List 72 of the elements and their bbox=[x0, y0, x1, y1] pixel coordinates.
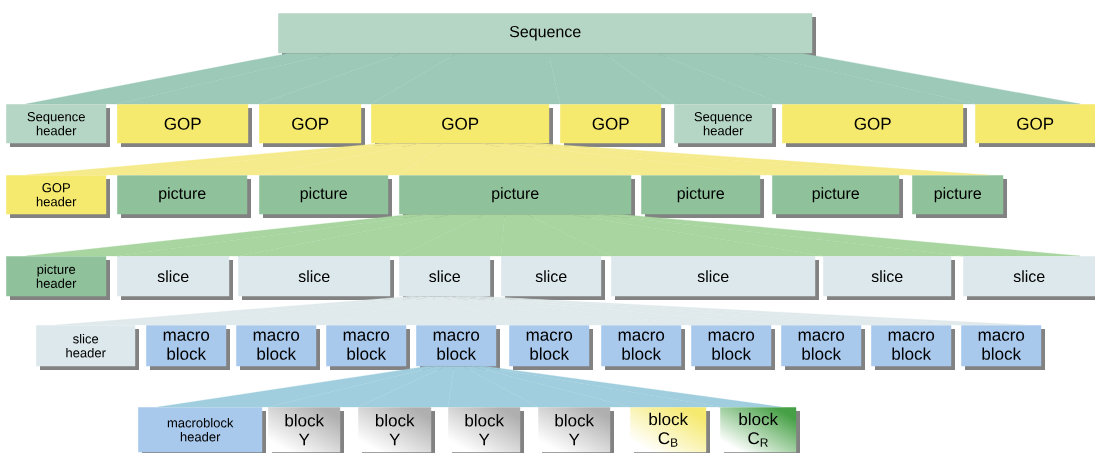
expansion-wedge bbox=[604, 53, 783, 105]
gop-box: GOP bbox=[259, 104, 365, 147]
picture-box: picture bbox=[399, 175, 635, 218]
block-box: block Y bbox=[358, 407, 435, 453]
expansion-wedge bbox=[482, 143, 773, 176]
slice-box: slice bbox=[117, 256, 233, 300]
slice-box: slice bbox=[963, 256, 1095, 300]
expansion-wedge bbox=[398, 214, 505, 257]
expansion-wedge bbox=[455, 296, 782, 326]
macroblock-box: macro block bbox=[781, 325, 865, 370]
picture-box: picture bbox=[772, 175, 903, 218]
header-box: GOP header bbox=[6, 175, 110, 218]
gop-box: GOP bbox=[117, 104, 252, 147]
expansion-wedge bbox=[449, 296, 692, 326]
slice-box: slice bbox=[238, 256, 394, 300]
picture-box: picture bbox=[259, 175, 392, 218]
macroblock-box: macro block bbox=[236, 325, 320, 370]
picture-box: picture bbox=[641, 175, 764, 218]
header-box: Sequence header bbox=[674, 104, 776, 147]
gop-box: GOP bbox=[782, 104, 967, 147]
expansion-wedge bbox=[569, 214, 964, 257]
expansion-wedge bbox=[415, 296, 510, 326]
expansion-wedge bbox=[447, 366, 539, 408]
block-box: block Y bbox=[448, 407, 524, 453]
expansion-wedge bbox=[237, 214, 485, 257]
expansion-wedge bbox=[116, 53, 402, 105]
expansion-wedge bbox=[471, 366, 721, 408]
slice-box: slice bbox=[501, 256, 605, 300]
expansion-wedge bbox=[526, 143, 989, 176]
expansion-wedge bbox=[526, 214, 824, 257]
block-box: block C$_{R}$ bbox=[720, 407, 800, 453]
expansion-wedge bbox=[442, 296, 602, 326]
macroblock-box: macro block bbox=[601, 325, 685, 370]
picture-box: picture bbox=[117, 175, 251, 218]
macroblock-box: macro block bbox=[961, 325, 1045, 370]
gop-box: GOP bbox=[371, 104, 553, 147]
expansion-wedge bbox=[398, 143, 642, 176]
block-box: block Y bbox=[268, 407, 344, 453]
expansion-wedge bbox=[357, 366, 455, 408]
expansion-wedge bbox=[480, 366, 782, 408]
sequence-box: Sequence bbox=[278, 13, 816, 57]
expansion-wedge bbox=[325, 296, 436, 326]
expansion-wedge bbox=[267, 366, 446, 408]
expansion-wedge bbox=[370, 53, 561, 105]
slice-box: slice bbox=[823, 256, 955, 300]
picture-box: picture bbox=[912, 175, 1007, 218]
macroblock-box: macro block bbox=[871, 325, 955, 370]
expansion-wedge bbox=[258, 53, 457, 105]
header-box: picture header bbox=[6, 256, 110, 300]
macroblock-box: macro block bbox=[416, 325, 500, 370]
expansion-wedge bbox=[462, 296, 872, 326]
gop-box: GOP bbox=[560, 104, 665, 147]
expansion-wedge bbox=[751, 53, 1081, 105]
header-box: slice header bbox=[36, 325, 139, 370]
header-box: macroblock header bbox=[138, 407, 266, 453]
macroblock-box: macro block bbox=[691, 325, 775, 370]
slice-box: slice bbox=[399, 256, 494, 300]
gop-box: GOP bbox=[975, 104, 1095, 147]
expansion-wedge bbox=[548, 53, 675, 105]
expansion-wedge bbox=[503, 143, 913, 176]
expansion-wedge bbox=[597, 214, 1081, 257]
header-box: Sequence header bbox=[6, 104, 110, 147]
macroblock-box: macro block bbox=[326, 325, 410, 370]
expansion-wedge bbox=[462, 366, 631, 408]
block-box: block C$_{B}$ bbox=[630, 407, 710, 453]
slice-box: slice bbox=[611, 256, 819, 300]
block-box: block Y bbox=[538, 407, 614, 453]
expansion-wedge bbox=[656, 53, 976, 105]
expansion-wedge bbox=[500, 214, 612, 257]
macroblock-box: macro block bbox=[146, 325, 230, 370]
expansion-wedge bbox=[258, 143, 443, 176]
macroblock-box: macro block bbox=[509, 325, 593, 370]
